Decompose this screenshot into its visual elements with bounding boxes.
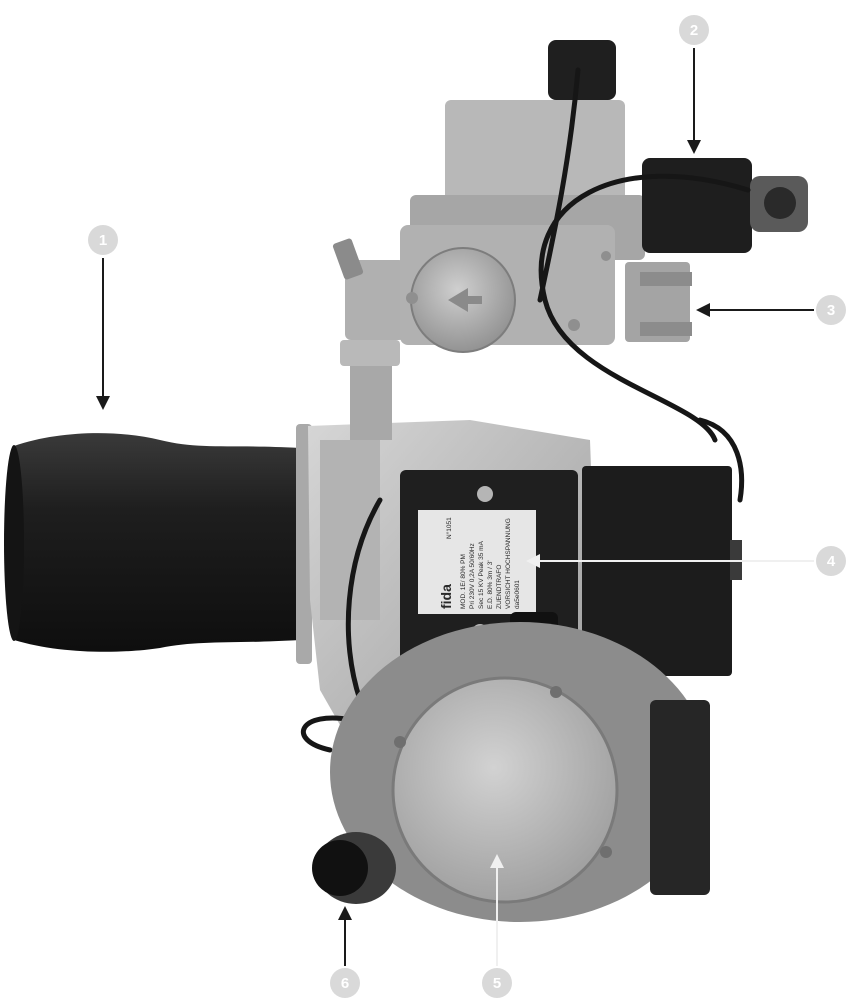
blast-tube [4,424,312,664]
ignition-transformer [400,470,578,662]
nameplate-line: MOD. 1E/ 80% PM [460,554,467,609]
solenoid-coil [642,158,808,253]
nameplate: fida MOD. 1E/ 80% PM Pri 230V 0,2A 50/60… [438,517,521,609]
nameplate-line: ZUENDTRAFO [496,565,503,609]
callout-label: 5 [493,975,501,992]
callout-label: 2 [690,22,698,39]
nameplate-line: VORSICHT HOCHSPANNUNG [505,518,512,609]
callout-label: 6 [341,975,349,992]
callout-5: 5 [482,854,512,998]
callout-6: 6 [330,906,360,998]
callout-3: 3 [696,295,846,325]
callout-label: 3 [827,302,835,319]
callout-4: 4 [526,546,846,576]
damper-knob [312,832,396,904]
callout-label: 1 [99,232,107,249]
nameplate-brand: fida [438,584,454,609]
nameplate-line: Pri 230V 0,2A 50/60Hz [469,543,476,609]
nameplate-line: da5e0601 [514,580,521,609]
gas-pipe [332,238,405,440]
fan-motor [330,622,710,922]
nameplate-line: Sec 15 KV Peak 35 mA [478,540,485,609]
callout-1: 1 [88,225,118,410]
callout-2: 2 [679,15,709,154]
cables [300,67,751,753]
callout-label: 4 [827,553,836,570]
gas-valve [400,40,645,353]
valve-outlet [625,262,692,342]
nameplate-line: N°1051 [445,517,453,539]
nameplate-line: E.D. 80% 3m / 3' [487,560,494,609]
